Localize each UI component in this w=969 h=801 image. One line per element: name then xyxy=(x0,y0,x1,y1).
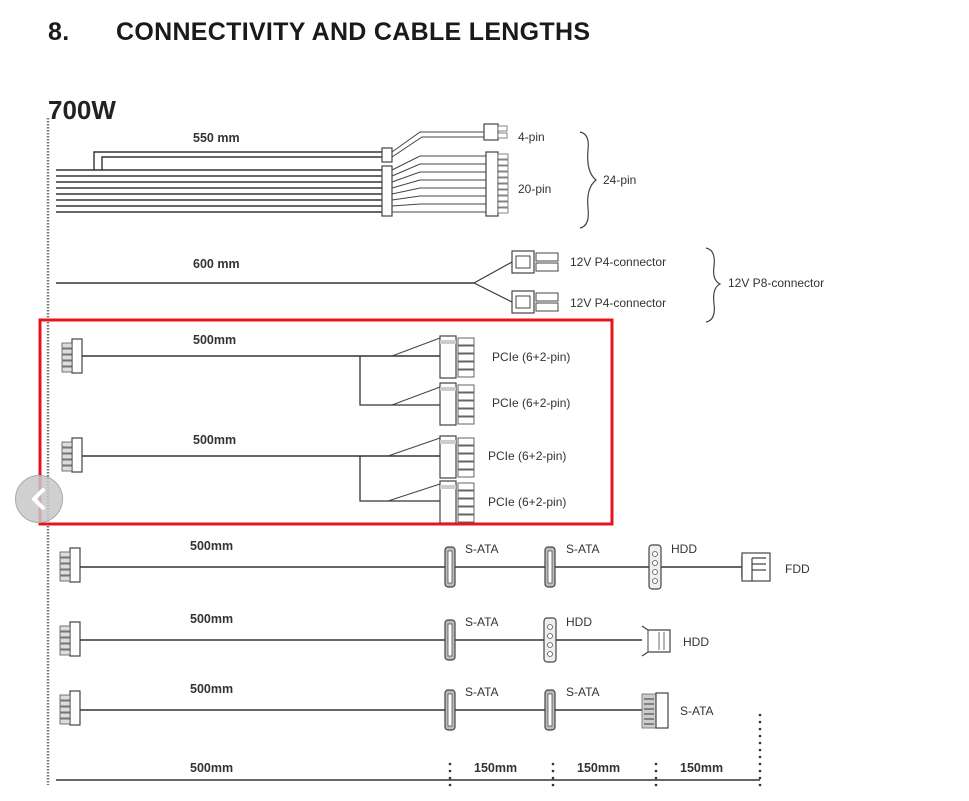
atx-cable: 550 mm 4-pin 20-pin 24-pin xyxy=(56,123,636,229)
pcie-cable-1: 500mm PCIe (6+2-pin) PCIe (6+2-pin) xyxy=(61,333,570,426)
brace-24pin xyxy=(579,131,597,229)
dim-seg3: 150mm xyxy=(680,761,723,775)
label-pcie2-a: PCIe (6+2-pin) xyxy=(488,449,566,463)
label-pcie1-b: PCIe (6+2-pin) xyxy=(492,396,570,410)
model-label: 700W xyxy=(48,95,116,125)
sata-end-connector xyxy=(641,692,669,729)
cpu-length: 600 mm xyxy=(193,257,240,271)
label-p4-a: 12V P4-connector xyxy=(570,255,666,269)
label-p8: 12V P8-connector xyxy=(728,276,824,290)
label-4pin: 4-pin xyxy=(518,130,545,144)
cpu-cable: 600 mm 12V P4-connector 12V P4-connector… xyxy=(56,247,824,323)
label-peri1-c1: S-ATA xyxy=(465,542,499,556)
dim-main: 500mm xyxy=(190,761,233,775)
label-20pin: 20-pin xyxy=(518,182,551,196)
label-peri3-c2: S-ATA xyxy=(566,685,600,699)
label-peri1-c4: FDD xyxy=(785,562,810,576)
section-title: CONNECTIVITY AND CABLE LENGTHS xyxy=(116,18,591,46)
fdd-connector xyxy=(741,552,771,582)
atx-length: 550 mm xyxy=(193,131,240,145)
pcie-cable-2: 500mm PCIe (6+2-pin) PCIe (6+2-pin) xyxy=(61,433,566,524)
peripheral-cable-1: 500mm S-ATA S-ATA HDD FDD xyxy=(59,539,810,590)
label-24pin: 24-pin xyxy=(603,173,636,187)
hdd-connector xyxy=(641,625,671,657)
previous-button[interactable] xyxy=(15,475,63,523)
dim-seg1: 150mm xyxy=(474,761,517,775)
peri3-length: 500mm xyxy=(190,682,233,696)
chevron-left-icon xyxy=(32,488,45,510)
label-peri1-c3: HDD xyxy=(671,542,697,556)
label-peri3-c3: S-ATA xyxy=(680,704,714,718)
label-peri2-c3: HDD xyxy=(683,635,709,649)
peripheral-cable-2: 500mm S-ATA HDD HDD xyxy=(59,612,709,663)
dimension-line: 500mm 150mm 150mm 150mm xyxy=(56,713,762,787)
label-peri1-c2: S-ATA xyxy=(566,542,600,556)
label-p4-b: 12V P4-connector xyxy=(570,296,666,310)
section-heading: 8. CONNECTIVITY AND CABLE LENGTHS xyxy=(48,18,590,47)
peri1-length: 500mm xyxy=(190,539,233,553)
label-peri2-c2: HDD xyxy=(566,615,592,629)
label-pcie2-b: PCIe (6+2-pin) xyxy=(488,495,566,509)
pcie2-length: 500mm xyxy=(193,433,236,447)
highlight-box xyxy=(38,318,614,526)
section-number: 8. xyxy=(48,18,70,46)
pcie1-length: 500mm xyxy=(193,333,236,347)
label-pcie1-a: PCIe (6+2-pin) xyxy=(492,350,570,364)
label-peri2-c1: S-ATA xyxy=(465,615,499,629)
brace-p8 xyxy=(705,247,722,323)
peripheral-cable-3: 500mm S-ATA S-ATA S-ATA xyxy=(59,682,714,731)
dim-seg2: 150mm xyxy=(577,761,620,775)
peri2-length: 500mm xyxy=(190,612,233,626)
label-peri3-c1: S-ATA xyxy=(465,685,499,699)
